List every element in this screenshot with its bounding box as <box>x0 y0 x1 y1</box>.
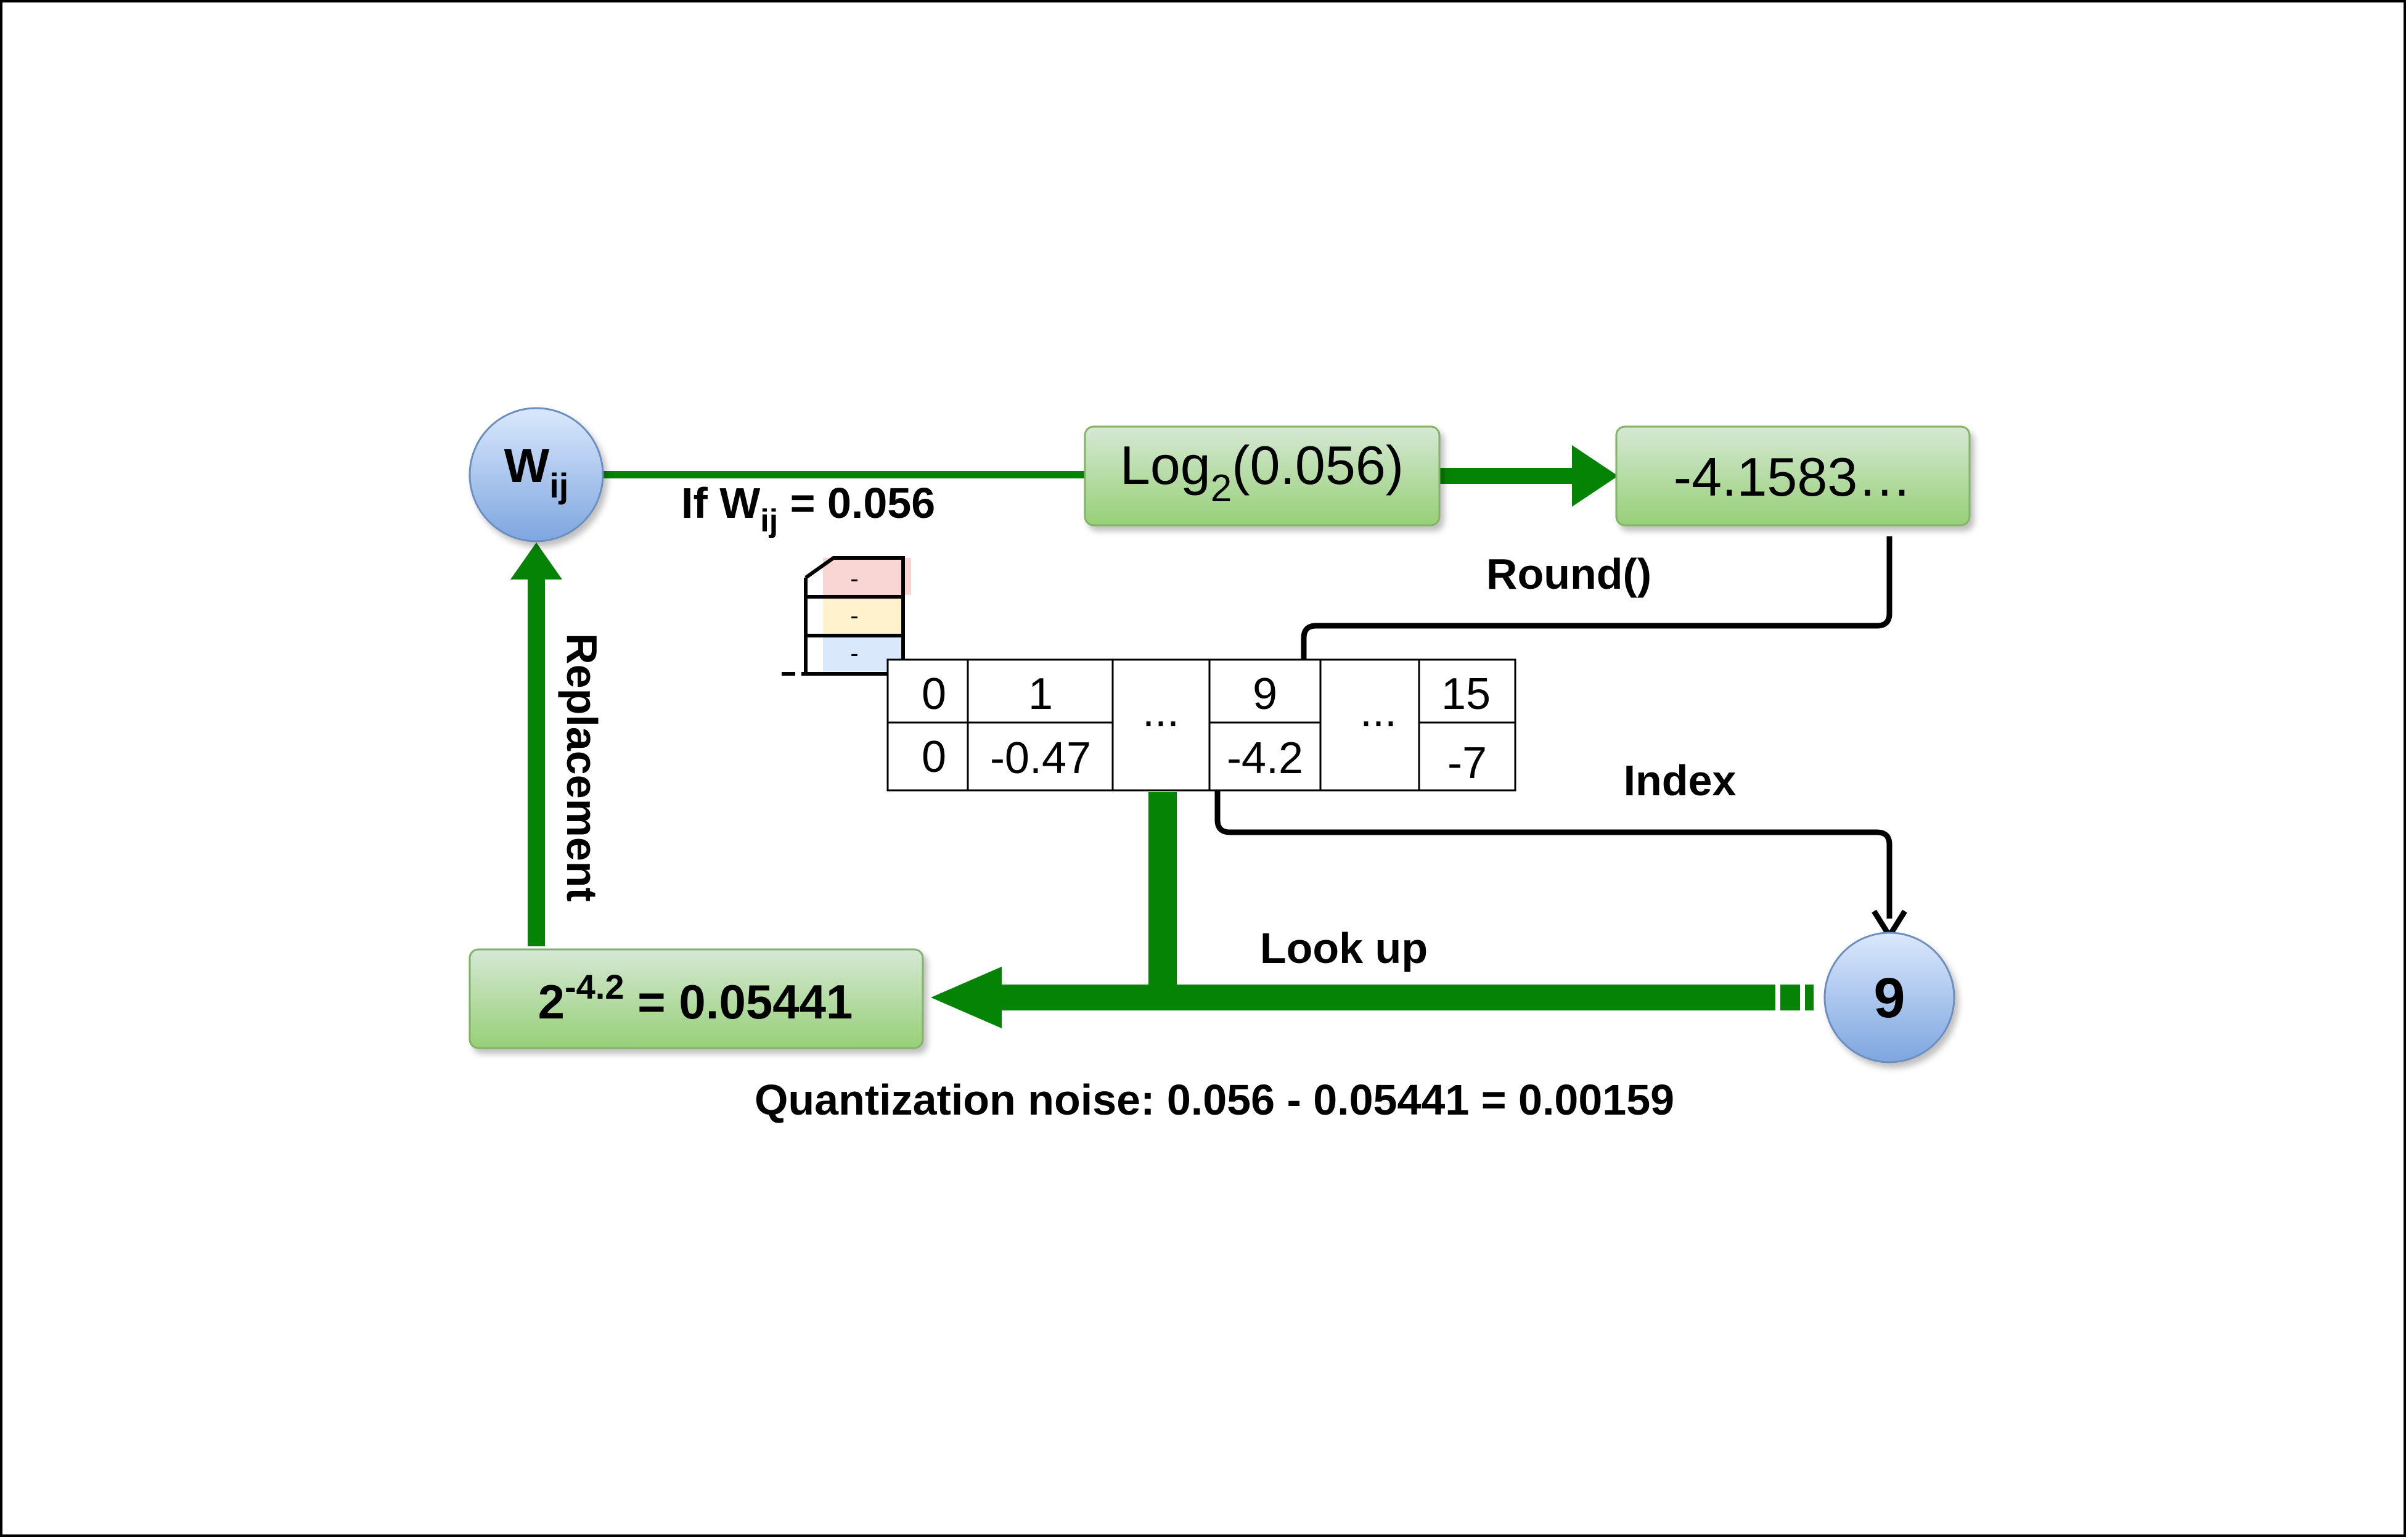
table-value-cell: -7 <box>1447 739 1487 788</box>
log-box-sub: 2 <box>1211 467 1232 510</box>
table-icon-row-2-fill <box>823 597 903 634</box>
table-index-cell: 15 <box>1441 670 1491 719</box>
table-value-cell: 0 <box>922 732 946 782</box>
condition-label: If Wij = 0.056 <box>681 479 935 539</box>
table-icon: - - - <box>782 556 911 676</box>
round-label: Round() <box>1486 550 1651 598</box>
table-icon-row-2: - <box>850 602 858 629</box>
index-node-value: 9 <box>1873 967 1905 1030</box>
log-box-prefix: Log <box>1120 435 1211 496</box>
noise-label: Quantization noise: 0.056 - 0.05441 = 0.… <box>755 1076 1674 1124</box>
table-ellipsis-cell: ... <box>1142 687 1179 736</box>
table-icon-row-1-fill <box>823 558 911 595</box>
table-index-cell: 9 <box>1253 670 1277 719</box>
table-icon-row-1: - <box>850 565 858 592</box>
arrow-replacement <box>510 543 562 946</box>
table-value-cell: -0.47 <box>990 734 1091 783</box>
table-index-cell: 1 <box>1028 670 1053 719</box>
log-result-value: -4.1583… <box>1674 446 1912 507</box>
replacement-box: 2-4.2 = 0.05441 <box>469 948 924 1049</box>
table-index-cell: 0 <box>922 670 946 719</box>
table-icon-row-3: - <box>850 640 858 667</box>
table-ellipsis-cell: ... <box>1360 687 1397 736</box>
condition-sub: ij <box>760 503 778 539</box>
log-box-suffix: (0.056) <box>1232 435 1404 496</box>
condition-suffix: = 0.056 <box>778 479 935 527</box>
log-box: Log2(0.056) <box>1084 425 1441 526</box>
condition-prefix: If W <box>681 479 760 527</box>
log-result-box: -4.1583… <box>1615 425 1971 526</box>
weight-node-base: W <box>504 438 550 493</box>
weight-node: Wij <box>469 407 604 543</box>
weight-node-sub: ij <box>549 466 568 505</box>
arrow-log-to-result <box>1436 445 1618 507</box>
replacement-base: 2 <box>538 975 565 1029</box>
svg-text:Log2(0.056): Log2(0.056) <box>1120 435 1404 510</box>
index-node: 9 <box>1823 932 1955 1063</box>
svg-text:2-4.2 = 0.05441: 2-4.2 = 0.05441 <box>538 967 853 1029</box>
lookup-table: 0 1 ... 9 ... 15 0 -0.47 -4.2 -7 <box>886 658 1516 792</box>
table-value-cell: -4.2 <box>1227 734 1303 783</box>
index-label: Index <box>1624 756 1737 805</box>
replacement-sup: -4.2 <box>565 967 624 1006</box>
lookup-label: Look up <box>1260 924 1428 972</box>
svg-text:Wij: Wij <box>504 438 569 505</box>
replacement-label: Replacement <box>558 633 606 902</box>
arrow-lookup <box>931 967 1814 1028</box>
replacement-suffix: = 0.05441 <box>624 975 853 1029</box>
